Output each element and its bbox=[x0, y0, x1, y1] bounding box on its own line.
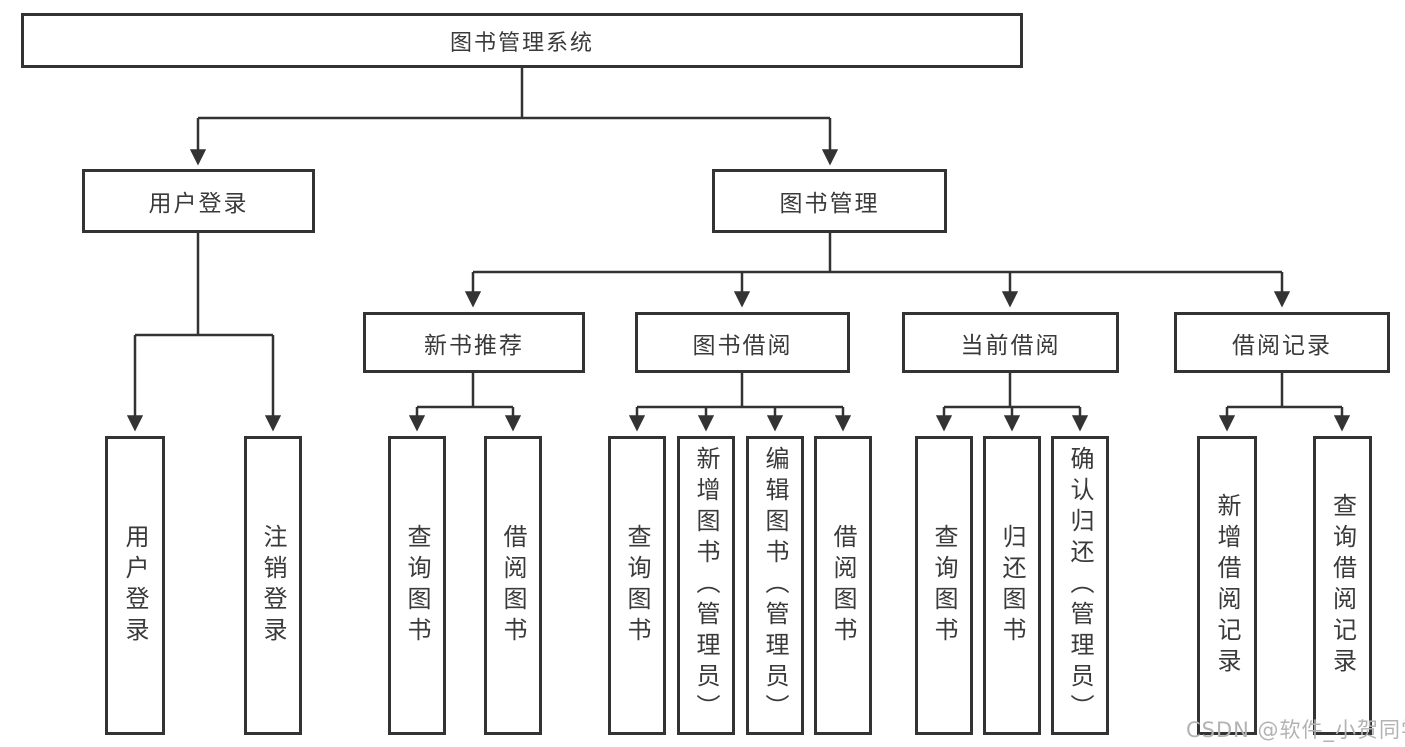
leaf-label: 新增借阅记录 bbox=[1213, 492, 1241, 679]
leaf-return-books: 归还图书 bbox=[983, 436, 1041, 735]
node-label: 借阅记录 bbox=[1232, 332, 1332, 359]
leaf-add-books-admin: 新增图书（管理员） bbox=[677, 436, 735, 735]
leaf-borrow-books: 借阅图书 bbox=[814, 436, 872, 735]
node-label: 当前借阅 bbox=[960, 332, 1061, 359]
leaf-label: 用户登录 bbox=[121, 523, 149, 648]
leaf-label: 查询图书 bbox=[623, 523, 651, 648]
leaf-label: 查询图书 bbox=[930, 523, 958, 648]
leaf-query-books-recommend: 查询图书 bbox=[388, 436, 446, 735]
node-label: 图书管理 bbox=[779, 191, 880, 217]
leaf-borrow-books-recommend: 借阅图书 bbox=[484, 436, 542, 735]
leaf-query-borrow-record: 查询借阅记录 bbox=[1313, 436, 1372, 735]
leaf-label: 归还图书 bbox=[998, 523, 1026, 648]
leaf-user-login: 用户登录 bbox=[105, 436, 165, 735]
node-new-book-recommendation: 新书推荐 bbox=[363, 312, 585, 373]
leaf-query-books-current: 查询图书 bbox=[915, 436, 973, 735]
node-library-management-system: 图书管理系统 bbox=[21, 13, 1023, 68]
leaf-label: 查询借阅记录 bbox=[1328, 492, 1357, 679]
node-current-borrowing: 当前借阅 bbox=[902, 312, 1119, 373]
leaf-label: 借阅图书 bbox=[829, 523, 857, 648]
node-label: 新书推荐 bbox=[424, 332, 524, 359]
node-book-borrowing: 图书借阅 bbox=[635, 312, 850, 373]
node-book-management: 图书管理 bbox=[712, 169, 947, 233]
leaf-label: 借阅图书 bbox=[499, 523, 527, 648]
leaf-confirm-return-admin: 确认归还（管理员） bbox=[1051, 436, 1109, 735]
leaf-add-borrow-record: 新增借阅记录 bbox=[1197, 436, 1257, 735]
leaf-label: 确认归还（管理员） bbox=[1066, 446, 1094, 725]
leaf-label: 注销登录 bbox=[259, 523, 287, 648]
leaf-label: 新增图书（管理员） bbox=[692, 446, 720, 725]
node-borrowing-records: 借阅记录 bbox=[1174, 312, 1390, 373]
node-label: 用户登录 bbox=[148, 191, 249, 217]
leaf-label: 查询图书 bbox=[403, 523, 431, 648]
leaf-label: 编辑图书（管理员） bbox=[761, 446, 789, 725]
leaf-logout: 注销登录 bbox=[244, 436, 302, 735]
leaf-edit-books-admin: 编辑图书（管理员） bbox=[746, 436, 804, 735]
csdn-watermark: CSDN @软件_小贺同学 bbox=[1186, 718, 1405, 742]
node-label: 图书借阅 bbox=[692, 332, 793, 359]
node-label: 图书管理系统 bbox=[449, 30, 594, 56]
leaf-query-books-borrowing: 查询图书 bbox=[608, 436, 666, 735]
node-user-login: 用户登录 bbox=[82, 169, 315, 233]
